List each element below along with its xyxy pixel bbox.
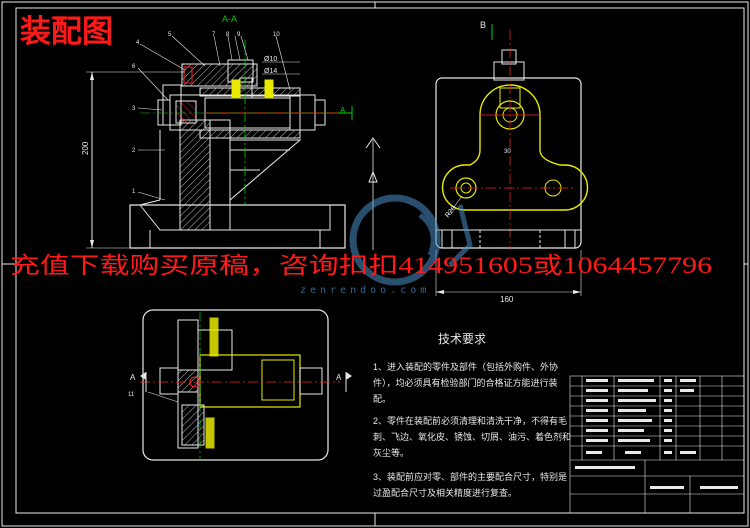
tech-item-2a: 2、零件在装配前必须清理和清洗干净，不得有毛 [373,415,567,426]
tech-item-3a: 3、装配前应对零、部件的主要配合尺寸，特别是 [373,471,567,482]
title-block [569,375,745,514]
part-number: 1 [132,189,136,195]
part-number: 4 [136,40,140,46]
tech-item-1a: 1、进入装配的零件及部件（包括外购件、外协 [373,361,558,372]
dim-width: 160 [500,295,514,304]
drawing-frame [15,7,745,514]
top-view [140,309,352,461]
part-number: 8 [226,32,230,38]
dim-small: 30 [504,149,511,155]
technical-requirements: 技术要求 1、进入装配的零件及部件（包括外购件、外协 件），均必须具有检验部门的… [373,332,571,498]
drawing-title: 装配图 [20,14,113,49]
part-number: 7 [212,32,216,38]
top-view-arrow-label-left: A [130,373,136,382]
part-number: 6 [132,64,136,70]
tech-item-1c: 配。 [373,394,391,404]
dim-height: 200 [81,141,90,155]
part-number: 3 [132,106,136,112]
part-number: 9 [237,32,241,38]
part-number: 10 [273,32,280,38]
dim-phi14: Ø14 [264,68,277,75]
part-number: 11 [128,392,135,398]
tech-item-1b: 件），均必须具有检验部门的合格证方能进行装 [373,377,558,388]
watermark-logo [349,194,473,286]
title-block-entries [575,379,738,489]
dim-radius: R20 [444,205,458,219]
tech-item-2c: 灰尘等。 [373,447,409,458]
dim-phi10: Ø10 [264,56,277,63]
side-view [435,24,589,296]
part-number: 2 [132,148,136,154]
tech-item-3b: 过盈配合尺寸及相关精度进行复查。 [373,487,517,498]
tech-item-2b: 刺、飞边、氧化皮、锈蚀、切屑、油污、着色剂和 [373,431,571,442]
section-arrow-label: A [340,106,346,115]
view-b-label: B [480,20,486,30]
part-numbers: 1 2 3 4 5 6 7 8 9 10 11 [128,32,280,398]
promo-banner: 充值下载购买原稿，咨询扣扣414951605或1064457796 [10,253,712,278]
top-view-arrow-label-right: A [336,373,342,382]
watermark-text: zenrendoo.com [300,285,430,296]
front-section-view [86,35,353,249]
tech-heading: 技术要求 [438,332,486,346]
part-number: 5 [168,32,172,38]
section-label: A-A [222,14,237,24]
view-direction-marker [365,137,381,250]
